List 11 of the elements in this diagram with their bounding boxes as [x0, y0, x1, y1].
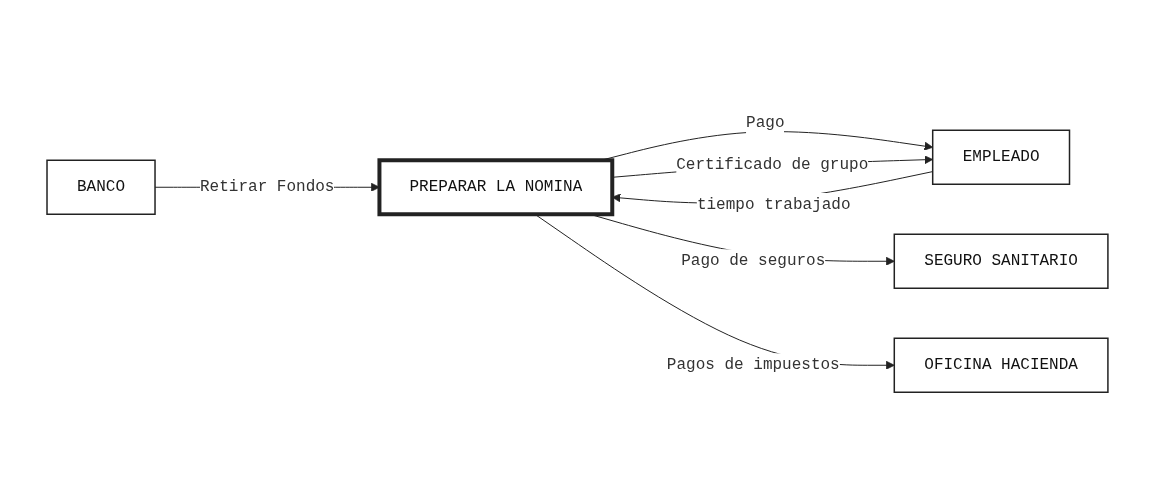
- node-box: PREPARAR LA NOMINA: [377, 158, 615, 217]
- edge-label: Pago: [746, 113, 785, 132]
- edge-label: Retirar Fondos: [200, 178, 335, 197]
- edge-label: Certificado de grupo: [676, 155, 869, 174]
- node-box: SEGURO SANITARIO: [893, 233, 1109, 289]
- node-box: OFICINA HACIENDA: [893, 337, 1109, 393]
- edge-label: Pagos de impuestos: [666, 356, 840, 375]
- edge-label: Pago de seguros: [681, 252, 826, 271]
- edge-label: tiempo trabajado: [696, 195, 851, 214]
- node-box: BANCO: [46, 159, 156, 215]
- node-box: EMPLEADO: [932, 129, 1071, 185]
